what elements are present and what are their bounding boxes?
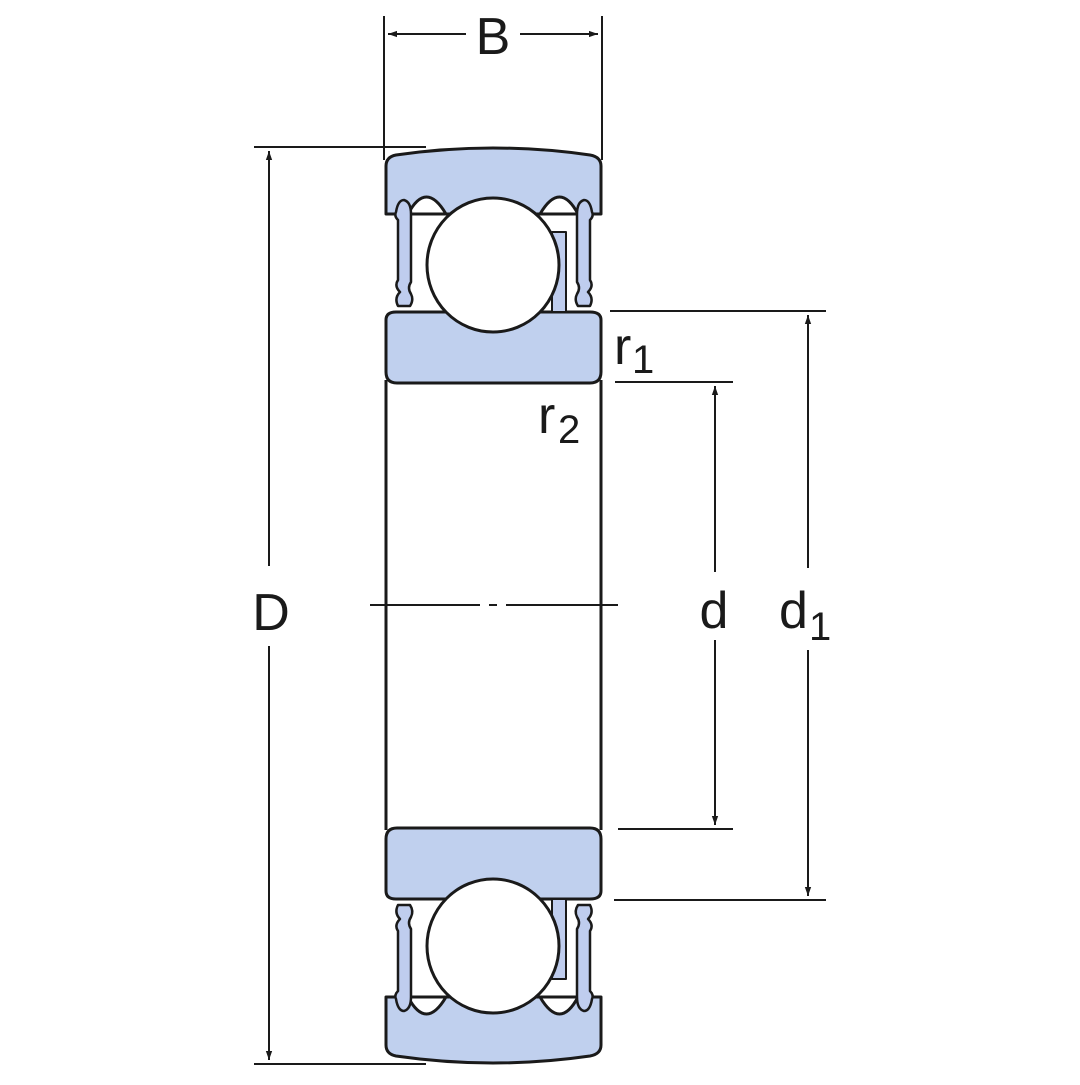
label-width-b: B <box>476 8 511 66</box>
bearing-section <box>384 146 603 1065</box>
ball-top <box>425 196 561 334</box>
inner-ring-bottom <box>384 826 603 901</box>
upper-section <box>384 146 603 385</box>
label-bore-diameter: d <box>700 582 729 640</box>
label-outer-diameter: D <box>252 584 290 642</box>
outer-ring-top <box>384 146 603 216</box>
dimension-lines <box>254 16 826 1065</box>
seal-left-top <box>394 198 414 308</box>
seal-right-bottom <box>574 903 594 1013</box>
label-chamfer-r1: r 1 <box>614 318 654 382</box>
label-d1-base: d <box>779 582 808 640</box>
seal-right-top <box>574 198 594 308</box>
label-shoulder-diameter: d 1 <box>779 582 831 649</box>
label-r2-base: r <box>538 387 555 445</box>
seal-left-bottom <box>394 903 414 1013</box>
outer-ring-bottom <box>384 995 603 1065</box>
label-r2-sub: 2 <box>558 408 580 452</box>
lower-section <box>384 826 603 1065</box>
label-r1-base: r <box>614 318 631 376</box>
inner-ring-top <box>384 310 603 385</box>
label-d1-sub: 1 <box>809 605 831 649</box>
ball-bottom <box>425 877 561 1015</box>
label-r1-sub: 1 <box>632 338 654 382</box>
label-chamfer-r2: r 2 <box>538 387 580 452</box>
